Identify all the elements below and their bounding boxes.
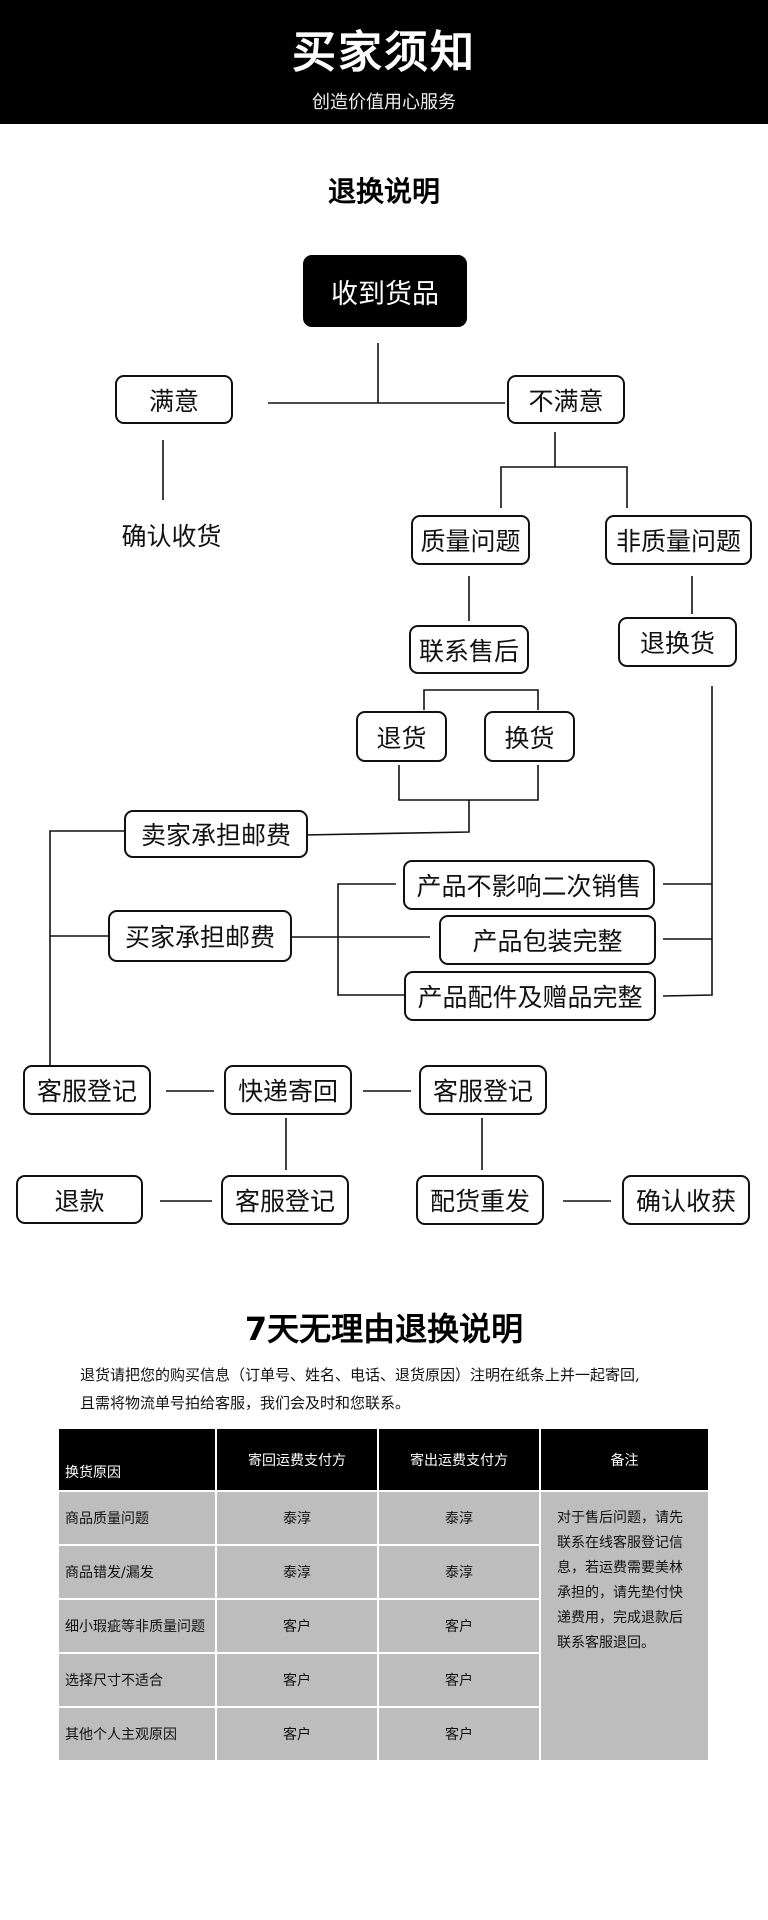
node-refund: 退款 bbox=[16, 1175, 143, 1224]
node-reship: 配货重发 bbox=[416, 1175, 544, 1225]
flow-section-title: 退换说明 bbox=[327, 175, 440, 208]
table-cell: 其他个人主观原因 bbox=[57, 1706, 217, 1762]
policy-note-line-1: 退货请把您的购买信息（订单号、姓名、电话、退货原因）注明在纸条上并一起寄回, bbox=[80, 1366, 640, 1384]
policy-note-line-2: 且需将物流单号拍给客服，我们会及时和您联系。 bbox=[80, 1394, 411, 1412]
node-condition-package: 产品包装完整 bbox=[439, 915, 656, 965]
node-cs-register-left: 客服登记 bbox=[23, 1065, 151, 1115]
node-seller-pays-shipping: 卖家承担邮费 bbox=[124, 810, 308, 858]
node-contact-aftersale: 联系售后 bbox=[409, 625, 529, 674]
table-cell: 泰淳 bbox=[215, 1490, 379, 1546]
connector-line bbox=[500, 466, 628, 508]
table-cell: 客户 bbox=[215, 1652, 379, 1708]
node-confirm-receipt: 确认收货 bbox=[108, 510, 235, 560]
flowchart-connectors bbox=[49, 343, 713, 1202]
table-cell: 客户 bbox=[377, 1706, 541, 1762]
connector-line bbox=[423, 689, 539, 710]
table-header-row: 换货原因 寄回运费支付方 寄出运费支付方 备注 bbox=[57, 1427, 710, 1492]
table-cell: 商品质量问题 bbox=[57, 1490, 217, 1546]
table-row: 选择尺寸不适合 客户 客户 bbox=[57, 1652, 709, 1708]
connector-line bbox=[302, 800, 470, 836]
table-cell: 泰淳 bbox=[377, 1544, 541, 1600]
page-title: 买家须知 bbox=[292, 27, 476, 78]
node-quality-issue: 质量问题 bbox=[411, 515, 530, 565]
node-return: 退货 bbox=[356, 711, 447, 762]
node-unsatisfied: 不满意 bbox=[507, 375, 625, 424]
table-row: 其他个人主观原因 客户 客户 bbox=[57, 1706, 709, 1762]
node-express-back: 快递寄回 bbox=[224, 1065, 352, 1115]
connector-line bbox=[662, 686, 713, 997]
table-cell: 客户 bbox=[377, 1598, 541, 1654]
node-buyer-pays-shipping: 买家承担邮费 bbox=[108, 910, 292, 962]
column-header-return-shipping: 寄回运费支付方 bbox=[215, 1427, 379, 1492]
header-banner: 买家须知 创造价值用心服务 bbox=[0, 0, 768, 124]
connector-line bbox=[49, 830, 124, 1068]
shipping-fee-table: 换货原因 寄回运费支付方 寄出运费支付方 备注 商品质量问题 泰淳 泰淳 对于售… bbox=[57, 1427, 710, 1762]
node-received: 收到货品 bbox=[303, 255, 467, 327]
remark-line: 息，若运费需要美林 bbox=[557, 1560, 683, 1576]
remark-line: 联系客服退回。 bbox=[557, 1635, 655, 1651]
node-return-exchange: 退换货 bbox=[618, 617, 737, 667]
table-cell: 泰淳 bbox=[215, 1544, 379, 1600]
node-exchange: 换货 bbox=[484, 711, 575, 762]
table-row: 细小瑕疵等非质量问题 客户 客户 bbox=[57, 1598, 709, 1654]
table-row: 商品错发/漏发 泰淳 泰淳 bbox=[57, 1544, 709, 1600]
node-non-quality-issue: 非质量问题 bbox=[605, 515, 752, 565]
policy-section-title: 7天无理由退换说明 bbox=[244, 1310, 524, 1348]
remark-line: 承担的，请先垫付快 bbox=[557, 1585, 683, 1601]
table-row: 商品质量问题 泰淳 泰淳 对于售后问题，请先 联系在线客服登记信 息，若运费需要… bbox=[57, 1490, 710, 1762]
node-condition-resale: 产品不影响二次销售 bbox=[403, 860, 655, 910]
page-subtitle: 创造价值用心服务 bbox=[312, 92, 456, 113]
column-header-send-shipping: 寄出运费支付方 bbox=[377, 1427, 541, 1492]
remark-line: 递费用，完成退款后 bbox=[557, 1610, 683, 1626]
table-cell: 客户 bbox=[215, 1706, 379, 1762]
table-cell: 商品错发/漏发 bbox=[57, 1544, 217, 1600]
node-cs-register-bottom: 客服登记 bbox=[221, 1175, 349, 1225]
node-satisfied: 满意 bbox=[115, 375, 233, 424]
remark-line: 联系在线客服登记信 bbox=[557, 1535, 683, 1551]
node-cs-register-right: 客服登记 bbox=[419, 1065, 547, 1115]
node-confirm-received: 确认收获 bbox=[622, 1175, 750, 1225]
table-cell: 泰淳 bbox=[377, 1490, 541, 1546]
connector-line bbox=[337, 883, 404, 996]
connector-line bbox=[398, 765, 539, 801]
table-cell: 客户 bbox=[215, 1598, 379, 1654]
column-header-remark: 备注 bbox=[539, 1427, 710, 1492]
remark-cell: 对于售后问题，请先 联系在线客服登记信 息，若运费需要美林 承担的，请先垫付快 … bbox=[539, 1490, 710, 1762]
remark-line: 对于售后问题，请先 bbox=[557, 1510, 683, 1526]
table-cell: 客户 bbox=[377, 1652, 541, 1708]
column-header-reason: 换货原因 bbox=[57, 1427, 217, 1492]
table-cell: 选择尺寸不适合 bbox=[57, 1652, 217, 1708]
table-cell: 细小瑕疵等非质量问题 bbox=[57, 1598, 217, 1654]
node-condition-accessories: 产品配件及赠品完整 bbox=[404, 971, 656, 1021]
